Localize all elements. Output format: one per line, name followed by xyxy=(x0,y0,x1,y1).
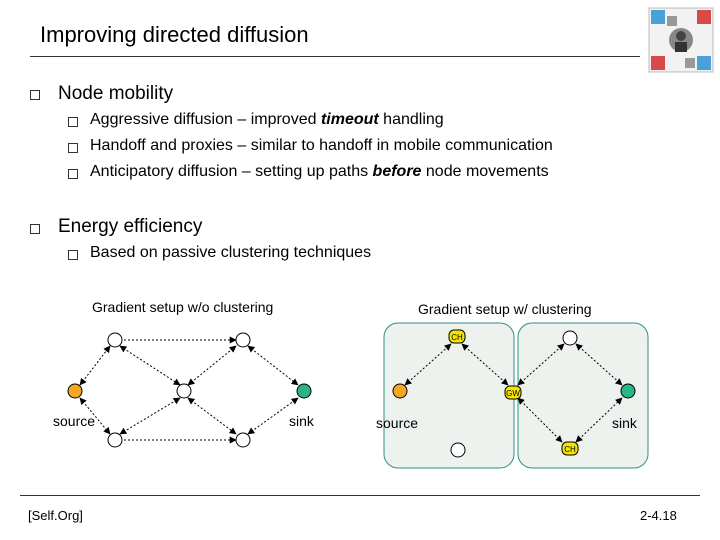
edge xyxy=(187,397,237,435)
title-divider xyxy=(30,56,640,57)
bullet-square-icon xyxy=(68,117,78,127)
bullet-square-icon xyxy=(30,224,40,234)
slide-title: Improving directed diffusion xyxy=(40,22,309,47)
gw-label: GW xyxy=(506,389,520,398)
sub-bullet-passive-clustering: Based on passive clustering techniques xyxy=(90,244,372,261)
source-node xyxy=(392,383,408,399)
source-node xyxy=(67,383,83,399)
edge xyxy=(247,345,299,386)
cluster-head-bottom xyxy=(561,441,579,456)
node xyxy=(235,432,251,448)
slide-number: 2-4.18 xyxy=(640,508,677,523)
footer-divider xyxy=(20,495,700,496)
logo-icon xyxy=(648,7,714,73)
cluster-head-top xyxy=(448,329,466,344)
edge xyxy=(79,345,111,386)
node xyxy=(107,332,123,348)
bullet-square-icon xyxy=(68,250,78,260)
sink-node xyxy=(296,383,312,399)
sink-node xyxy=(620,383,636,399)
right-sink-label: sink xyxy=(612,415,637,431)
ch-label-top: CH xyxy=(451,333,463,342)
right-diagram-title: Gradient setup w/ clustering xyxy=(418,301,592,317)
node xyxy=(562,330,578,346)
left-source-label: source xyxy=(53,413,96,429)
ch-label-bottom: CH xyxy=(564,445,576,454)
gateway-node xyxy=(504,385,522,400)
bullet-square-icon xyxy=(68,169,78,179)
edge xyxy=(119,345,181,386)
footer-citation: [Self.Org] xyxy=(28,508,83,523)
left-diagram-title: Gradient setup w/o clustering xyxy=(92,299,274,315)
bullet-energy-efficiency: Energy efficiency xyxy=(58,216,203,237)
bullet-square-icon xyxy=(30,90,40,100)
node xyxy=(450,442,466,458)
sub-bullet-aggressive-diffusion: Aggressive diffusion – improved timeout … xyxy=(90,111,444,128)
sub-bullet-anticipatory-diffusion: Anticipatory diffusion – setting up path… xyxy=(90,163,549,180)
node xyxy=(107,432,123,448)
bullet-node-mobility: Node mobility xyxy=(58,83,174,104)
edge xyxy=(575,397,623,443)
node xyxy=(176,383,192,399)
edge xyxy=(119,397,181,435)
bullet-square-icon xyxy=(68,143,78,153)
right-source-label: source xyxy=(376,415,419,431)
sub-bullet-handoff-proxies: Handoff and proxies – similar to handoff… xyxy=(90,137,553,154)
left-sink-label: sink xyxy=(289,413,314,429)
edge xyxy=(187,345,237,386)
node xyxy=(235,332,251,348)
